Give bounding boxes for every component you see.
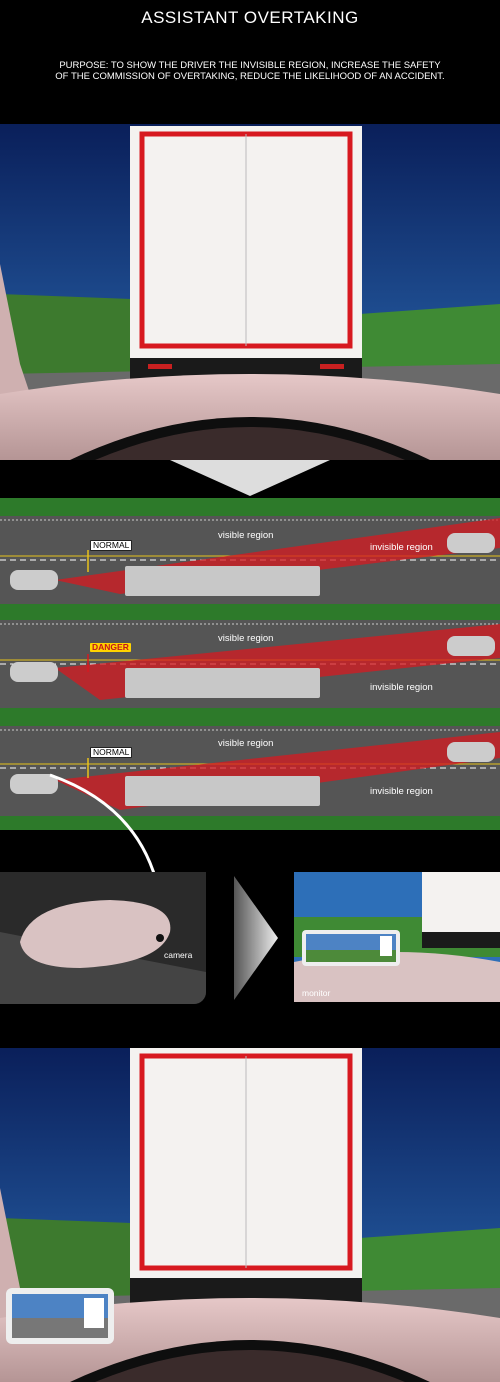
purpose-line-2: OF THE COMMISSION OF OVERTAKING, REDUCE … [55,71,445,82]
road-diagram-2: DANGER visible region invisible region [0,610,500,714]
visible-region-label: visible region [218,633,274,644]
status-badge: NORMAL [90,747,133,758]
truck-view-scene-bottom [0,1048,500,1382]
status-badge-danger: DANGER [90,642,131,652]
purpose-line-1: PURPOSE: TO SHOW THE DRIVER THE INVISIBL… [59,60,441,71]
invisible-region-label: invisible region [370,786,433,797]
visible-region-label: visible region [218,530,274,541]
camera-label: camera [164,950,193,960]
invisible-region-label: invisible region [370,682,433,693]
truck-view-scene-top [0,124,500,460]
monitor-label: monitor [302,988,331,998]
purpose-text: PURPOSE: TO SHOW THE DRIVER THE INVISIBL… [0,60,500,82]
invisible-region-label: invisible region [370,542,433,553]
down-arrow-icon [170,460,330,496]
road-diagram-3: NORMAL visible region invisible region [0,714,500,830]
status-badge: NORMAL [90,540,133,551]
monitor-view-photo: monitor [294,872,500,1002]
mirror-camera-photo: camera [0,872,206,1004]
right-arrow-icon [232,876,282,1000]
visible-region-label: visible region [218,738,274,749]
page-title: ASSISTANT OVERTAKING [141,8,359,27]
road-diagram-1: NORMAL visible region invisible region [0,498,500,610]
